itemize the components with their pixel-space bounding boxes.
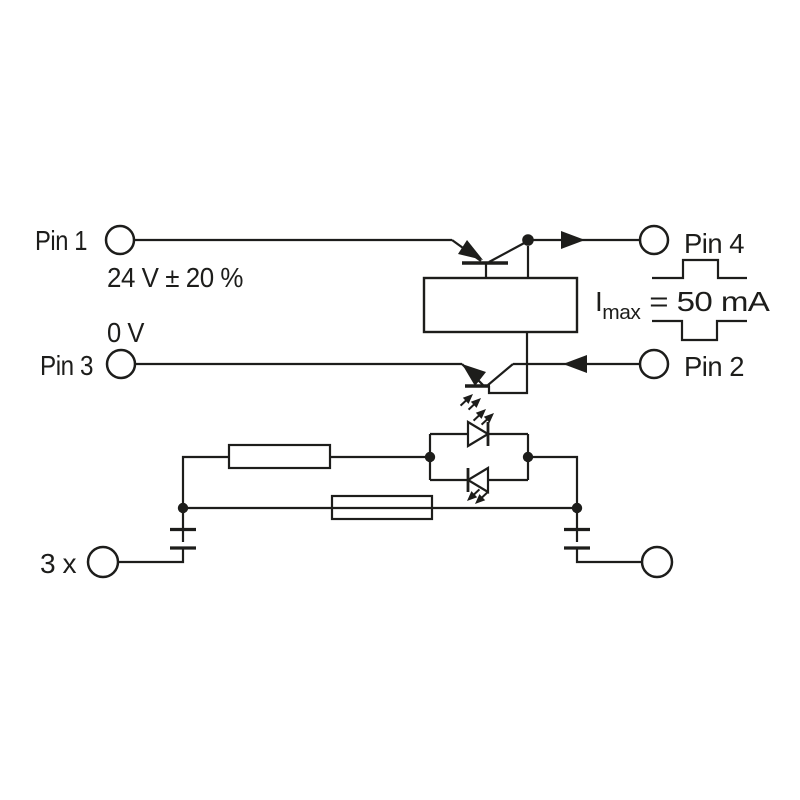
pin2-label: Pin 2 — [684, 351, 744, 382]
junction-dots — [177, 234, 583, 514]
current-arrow-right-icon — [561, 231, 585, 249]
imax-subscript: max — [602, 302, 641, 324]
collector-line — [488, 240, 529, 263]
npn-phototransistor — [461, 363, 514, 388]
pin4-label: Pin 4 — [684, 228, 744, 259]
light-arrow-icon — [467, 398, 481, 411]
component-bodies — [227, 276, 579, 521]
pin3-terminal — [105, 348, 137, 380]
junction-dot — [522, 234, 534, 246]
aux-terminal-right — [640, 545, 674, 579]
wire-connector-right-stem-bottom — [575, 549, 642, 564]
light-arrow-icon — [475, 491, 489, 504]
resistor — [227, 443, 332, 470]
wire-box-to-photobase — [487, 332, 529, 395]
plug-connection-right — [564, 527, 590, 550]
led-top — [466, 420, 491, 448]
control-circuit-box — [422, 276, 579, 334]
labels: Pin 1 24 V ± 20 % 0 V Pin 3 Pin 4 Pin 2 … — [35, 225, 771, 579]
imax-value: = 50 mA — [649, 286, 770, 317]
plug-connection-left — [170, 527, 196, 550]
led-triangle — [465, 466, 490, 494]
led-bottom — [465, 466, 490, 494]
light-arrow-icon — [459, 394, 473, 407]
light-arrow-icon — [480, 413, 494, 426]
collector-line — [487, 363, 514, 386]
led-triangle — [466, 420, 491, 448]
aux-terminal-left — [86, 545, 120, 579]
current-arrow-left-icon — [563, 355, 587, 373]
pin3-label: Pin 3 — [40, 350, 93, 381]
imax-label: Imax = 50 mA — [595, 286, 770, 324]
supply-voltage-label: 24 V ± 20 % — [107, 262, 243, 293]
junction-dot — [424, 451, 436, 463]
imax-symbol: I — [595, 286, 602, 317]
pnp-output-transistor — [451, 239, 529, 265]
wires — [118, 238, 642, 564]
positive-pulse-waveform-icon — [652, 258, 747, 280]
wire-left-branch — [181, 455, 229, 508]
junction-dot — [571, 502, 583, 514]
pin1-terminal — [104, 224, 136, 256]
negative-pulse-waveform-icon — [652, 319, 747, 342]
emitter-arrow — [462, 364, 486, 386]
light-arrow-icon — [467, 488, 481, 501]
pin1-label: Pin 1 — [35, 225, 87, 256]
light-arrows — [459, 394, 494, 504]
wire-connector-left-stem-bottom — [118, 549, 185, 564]
junction-dot — [522, 451, 534, 463]
multiplier-label: 3 x — [40, 548, 76, 579]
emitter-arrow — [458, 240, 483, 260]
terminals — [86, 224, 674, 579]
zero-volt-label: 0 V — [107, 317, 145, 348]
light-arrow-icon — [472, 409, 486, 422]
wire-loop-to-right-rail — [528, 455, 579, 508]
pin2-terminal — [638, 348, 670, 380]
junction-dot — [177, 502, 189, 514]
pin4-terminal — [638, 224, 670, 256]
